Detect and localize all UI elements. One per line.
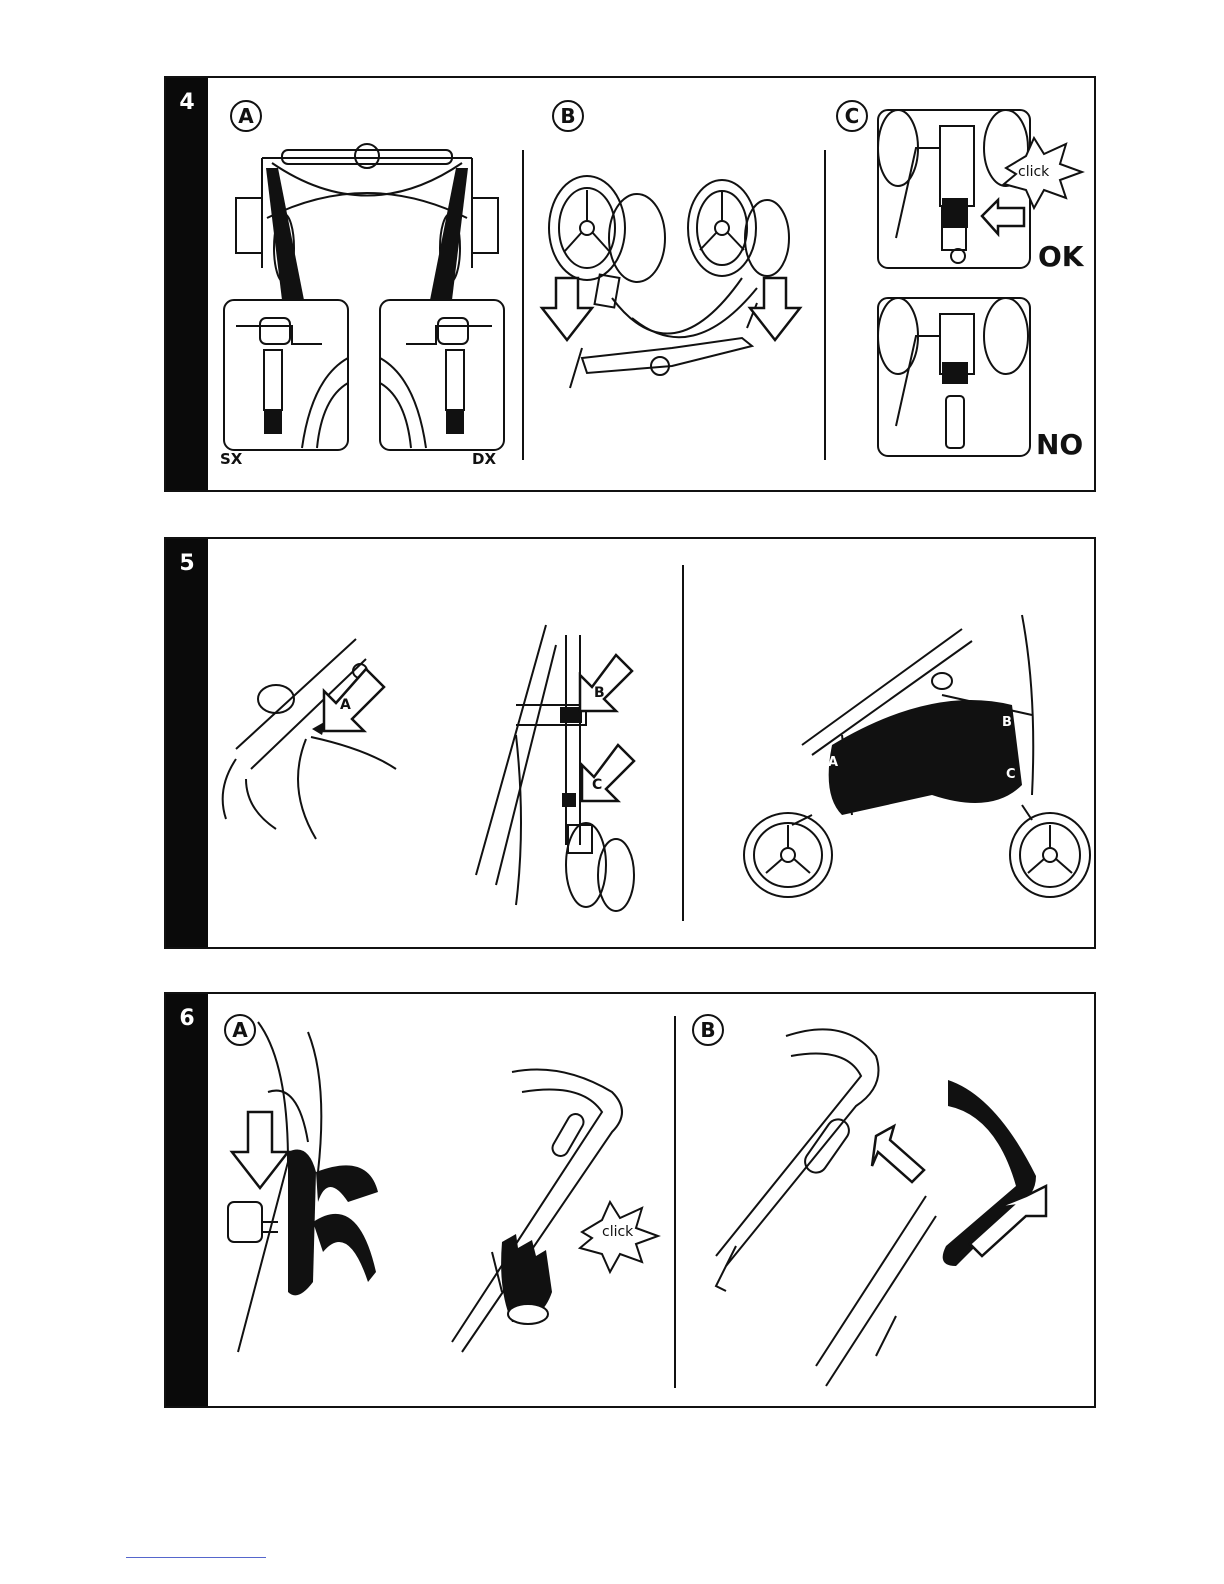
step-5-number: 5 — [166, 551, 208, 576]
stroller-basket-illustration — [732, 615, 1092, 905]
step-4-panel: 4 A B C — [164, 76, 1096, 492]
cup-holder-click-illustration — [442, 1052, 672, 1362]
latch-no-illustration — [876, 296, 1036, 461]
basket-b-label: B — [1002, 715, 1012, 730]
clip-c-label: C — [592, 777, 602, 793]
divider-ab — [522, 150, 524, 460]
front-wheels-illustration — [542, 168, 812, 418]
step-6-number: 6 — [166, 1006, 208, 1031]
section-b-label: B — [552, 100, 584, 132]
footer-line — [126, 1557, 266, 1558]
basket-a-label: A — [828, 755, 838, 770]
no-label: NO — [1036, 428, 1083, 461]
click-burst-label: click — [1018, 164, 1049, 180]
basket-clip-a-illustration — [216, 629, 406, 844]
click-burst-6-label: click — [602, 1224, 633, 1240]
step-6-bar: 6 — [166, 994, 208, 1406]
right-side-label: DX — [472, 450, 496, 468]
basket-c-label: C — [1006, 767, 1016, 782]
left-side-label: SX — [220, 450, 242, 468]
step-5-panel: 5 A B C — [164, 537, 1096, 949]
step-5-bar: 5 — [166, 539, 208, 947]
divider-bc — [824, 150, 826, 460]
step-4-number: 4 — [166, 90, 208, 115]
ok-label: OK — [1038, 240, 1084, 273]
stroller-frame-illustration — [222, 128, 512, 458]
section-c-label: C — [836, 100, 868, 132]
basket-clip-bc-illustration — [456, 625, 656, 915]
divider-6 — [674, 1016, 676, 1388]
step-4-bar: 4 — [166, 78, 208, 490]
clip-b-label: B — [594, 685, 605, 701]
handle-cover-illustration — [696, 1016, 1086, 1386]
cup-holder-attach-illustration — [218, 1022, 398, 1352]
divider-5 — [682, 565, 684, 921]
step-6-panel: 6 A B click — [164, 992, 1096, 1408]
clip-a-label: A — [340, 697, 351, 713]
